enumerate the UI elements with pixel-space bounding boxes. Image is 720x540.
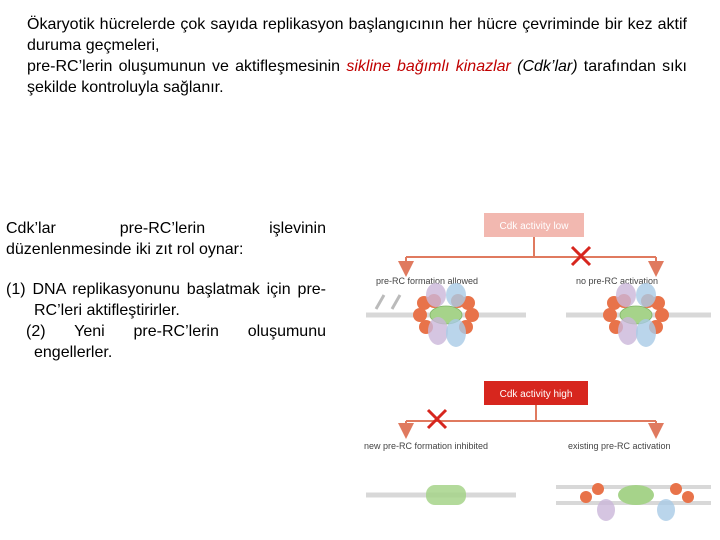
role-item-1: (1) DNA replikasyonunu başlatmak için pr… xyxy=(6,281,326,319)
cdk-high-label: Cdk activity high xyxy=(500,389,573,400)
intro-cdk: (Cdk’lar) xyxy=(510,58,578,75)
roles-intro: Cdk’lar pre-RC’lerin işlevinin düzenlenm… xyxy=(6,220,326,258)
replication-fork-icon xyxy=(580,483,694,521)
block-cross-icon xyxy=(570,245,592,267)
existing-activation-label: existing pre-RC activation xyxy=(568,441,671,451)
formation-inhibited-label: new pre-RC formation inhibited xyxy=(364,441,488,451)
cdk-activity-figure: Cdk activity low pre-RC formation allowe… xyxy=(336,205,716,535)
intro-line1: Ökaryotik hücrelerde çok sayıda replikas… xyxy=(27,16,687,54)
block-cross-icon xyxy=(426,408,448,430)
intro-line2-before: pre-RC’lerin oluşumunun ve aktifleşmesin… xyxy=(27,58,347,75)
orc-complex-icon xyxy=(426,485,466,505)
no-prerc-label: no pre-RC activation xyxy=(576,276,658,286)
cdk-roles-text: Cdk’lar pre-RC’lerin işlevinin düzenlenm… xyxy=(6,218,326,363)
cdk-high-label-box xyxy=(484,381,588,405)
role-item-2: (2) Yeni pre-RC’lerin oluşumunu engeller… xyxy=(26,323,326,361)
figure-svg: Cdk activity low pre-RC formation allowe… xyxy=(364,213,711,521)
intro-highlight: sikline bağımlı kinazlar xyxy=(346,58,511,75)
intro-line2-after: tarafından sıkı şekilde kontroluyla sağl… xyxy=(27,58,687,96)
prerc-complex-icon xyxy=(412,282,480,348)
cdk-low-label-box xyxy=(484,213,584,237)
cdk-low-label: Cdk activity low xyxy=(500,221,570,232)
intro-paragraph: Ökaryotik hücrelerde çok sayıda replikas… xyxy=(27,14,687,98)
prerc-complex-icon xyxy=(602,282,670,348)
formation-allowed-label: pre-RC formation allowed xyxy=(376,276,478,286)
